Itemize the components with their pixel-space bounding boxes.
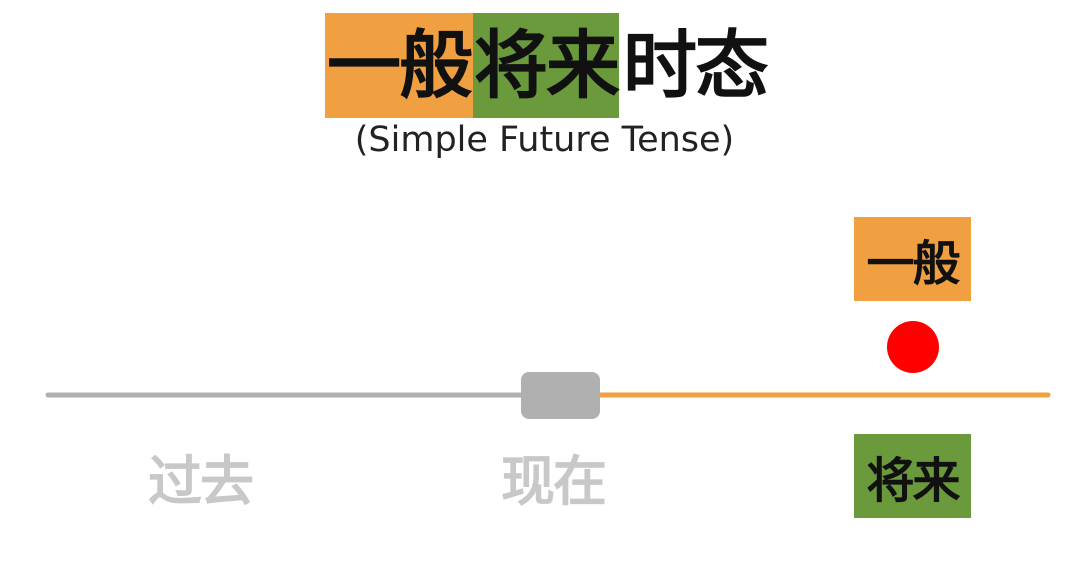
future-label-text: 将来 [866, 453, 960, 509]
title-future-highlight: 将来 [473, 13, 620, 118]
page-title: 一般 将来 时态 [325, 13, 769, 118]
title-tense-text: 时态 [623, 22, 769, 109]
event-general-text: 一般 [866, 236, 960, 292]
event-dot [887, 321, 939, 373]
event-general-label: 一般 [854, 217, 971, 301]
subtitle-text: (Simple Future Tense) [354, 120, 735, 160]
subtitle: (Simple Future Tense) [0, 120, 1089, 160]
past-label-text: 过去 [148, 449, 254, 513]
now-label-text: 现在 [501, 449, 607, 513]
now-marker [521, 372, 600, 419]
title-general-highlight: 一般 [325, 13, 473, 118]
title-future-text: 将来 [474, 22, 620, 109]
title-general-text: 一般 [327, 22, 473, 109]
past-label: 过去 [148, 454, 254, 508]
now-label: 现在 [501, 454, 607, 508]
future-label: 将来 [854, 434, 971, 518]
title-tense: 时态 [619, 13, 769, 118]
